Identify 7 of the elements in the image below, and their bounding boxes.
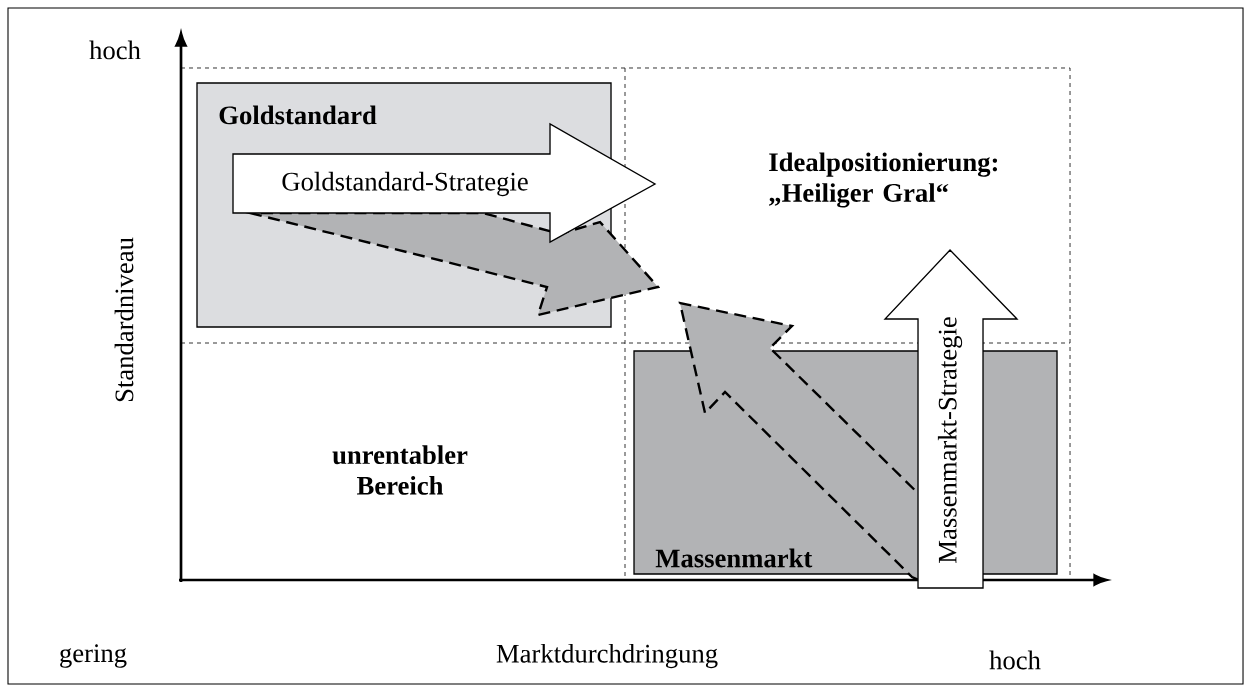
axis-label: hoch	[989, 650, 1041, 670]
region-label: unrentabler Bereich	[332, 445, 468, 495]
axis-label: gering	[60, 644, 127, 668]
region-label: Idealpositionierung: „Heiliger Gral“	[769, 152, 998, 208]
axis-title: Standardniveau	[114, 237, 134, 402]
axis-title: Marktdurchdringung	[496, 643, 718, 669]
axis-label: hoch	[89, 40, 141, 60]
